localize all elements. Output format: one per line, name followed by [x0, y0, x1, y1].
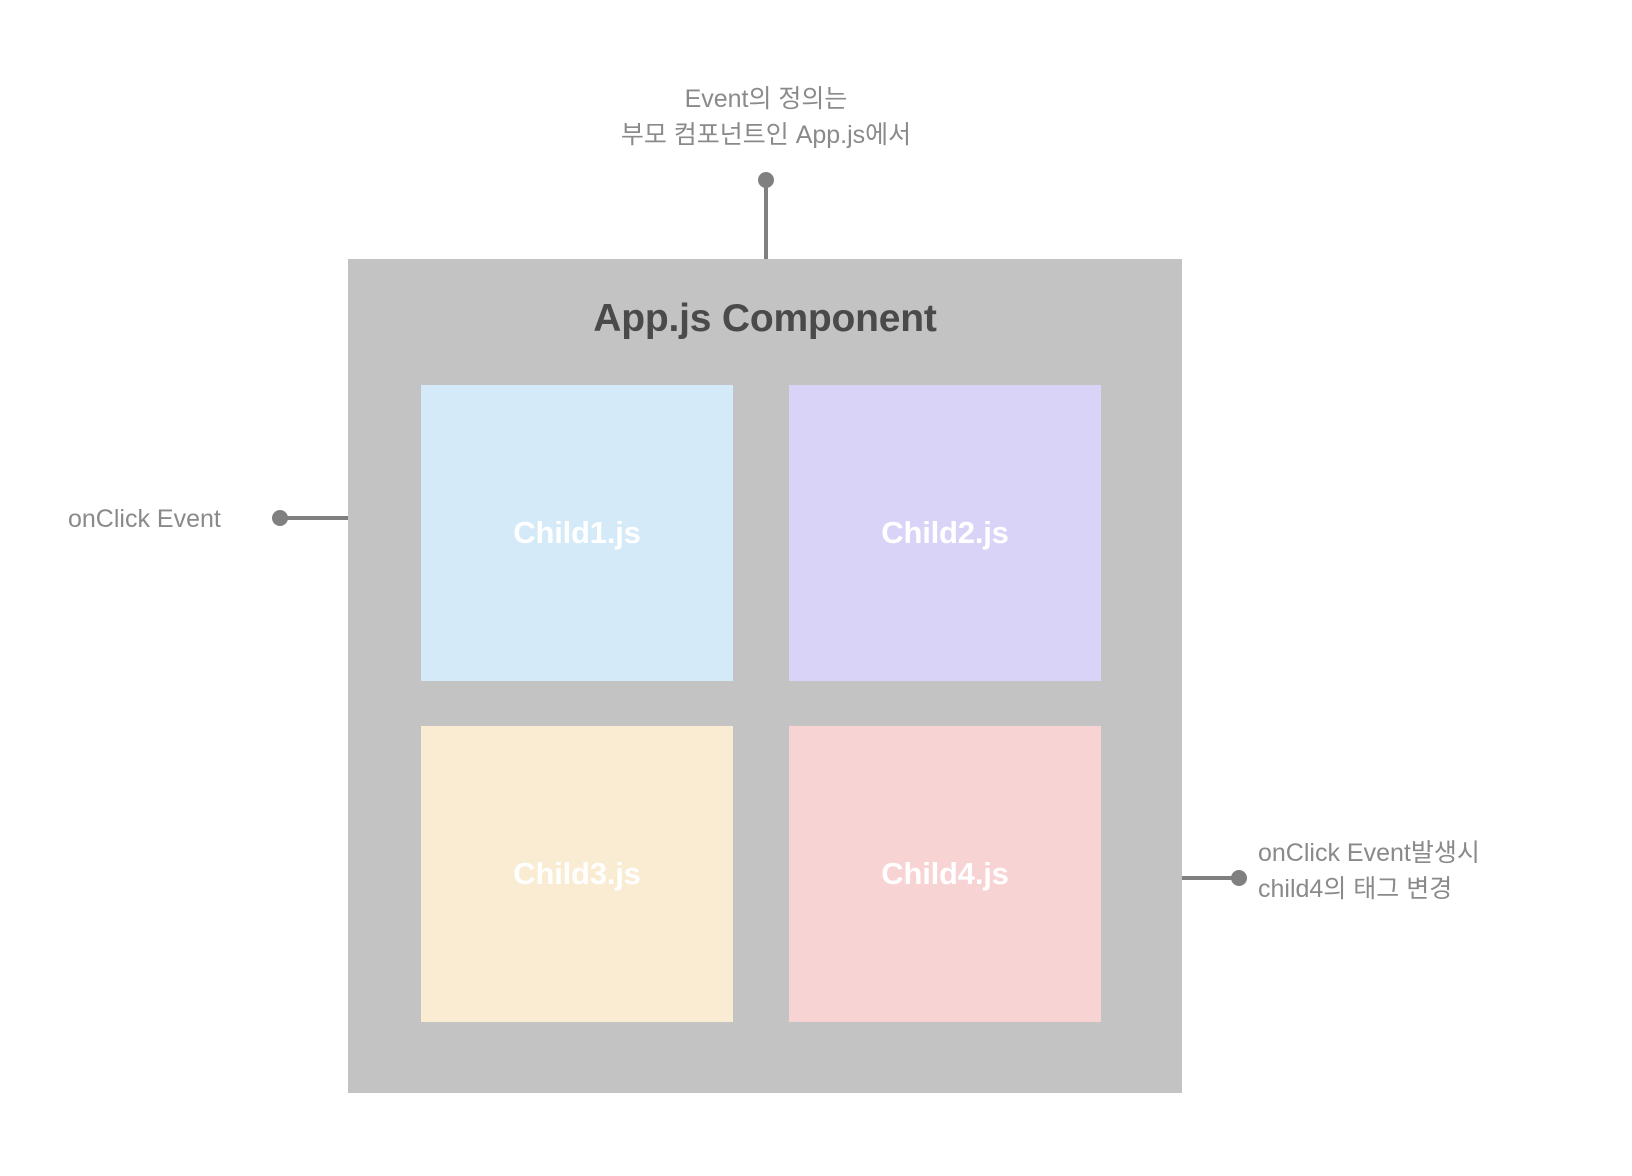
child-component-label: Child3.js: [513, 856, 641, 891]
child-component-child2[interactable]: Child2.js: [789, 385, 1101, 681]
child-components-grid: Child1.js Child2.js Child3.js Child4.js: [421, 385, 1101, 1048]
child-component-label: Child4.js: [881, 856, 1009, 891]
child-component-label: Child1.js: [513, 515, 641, 550]
child-component-child1[interactable]: Child1.js: [421, 385, 733, 681]
connector-line-top: [764, 180, 768, 290]
annotation-right-text: onClick Event발생시 child4의 태그 변경: [1258, 839, 1480, 903]
connector-dot-right: [1231, 870, 1247, 886]
annotation-left-text: onClick Event: [68, 505, 221, 533]
child-component-child3[interactable]: Child3.js: [421, 726, 733, 1022]
child-component-label: Child2.js: [881, 515, 1009, 550]
app-js-component-title: App.js Component: [593, 297, 937, 340]
child-component-child4[interactable]: Child4.js: [789, 726, 1101, 1022]
annotation-top-text: Event의 정의는 부모 컴포넌트인 App.js에서: [620, 85, 912, 149]
app-js-component-container: App.js Component Child1.js Child2.js Chi…: [348, 259, 1182, 1093]
